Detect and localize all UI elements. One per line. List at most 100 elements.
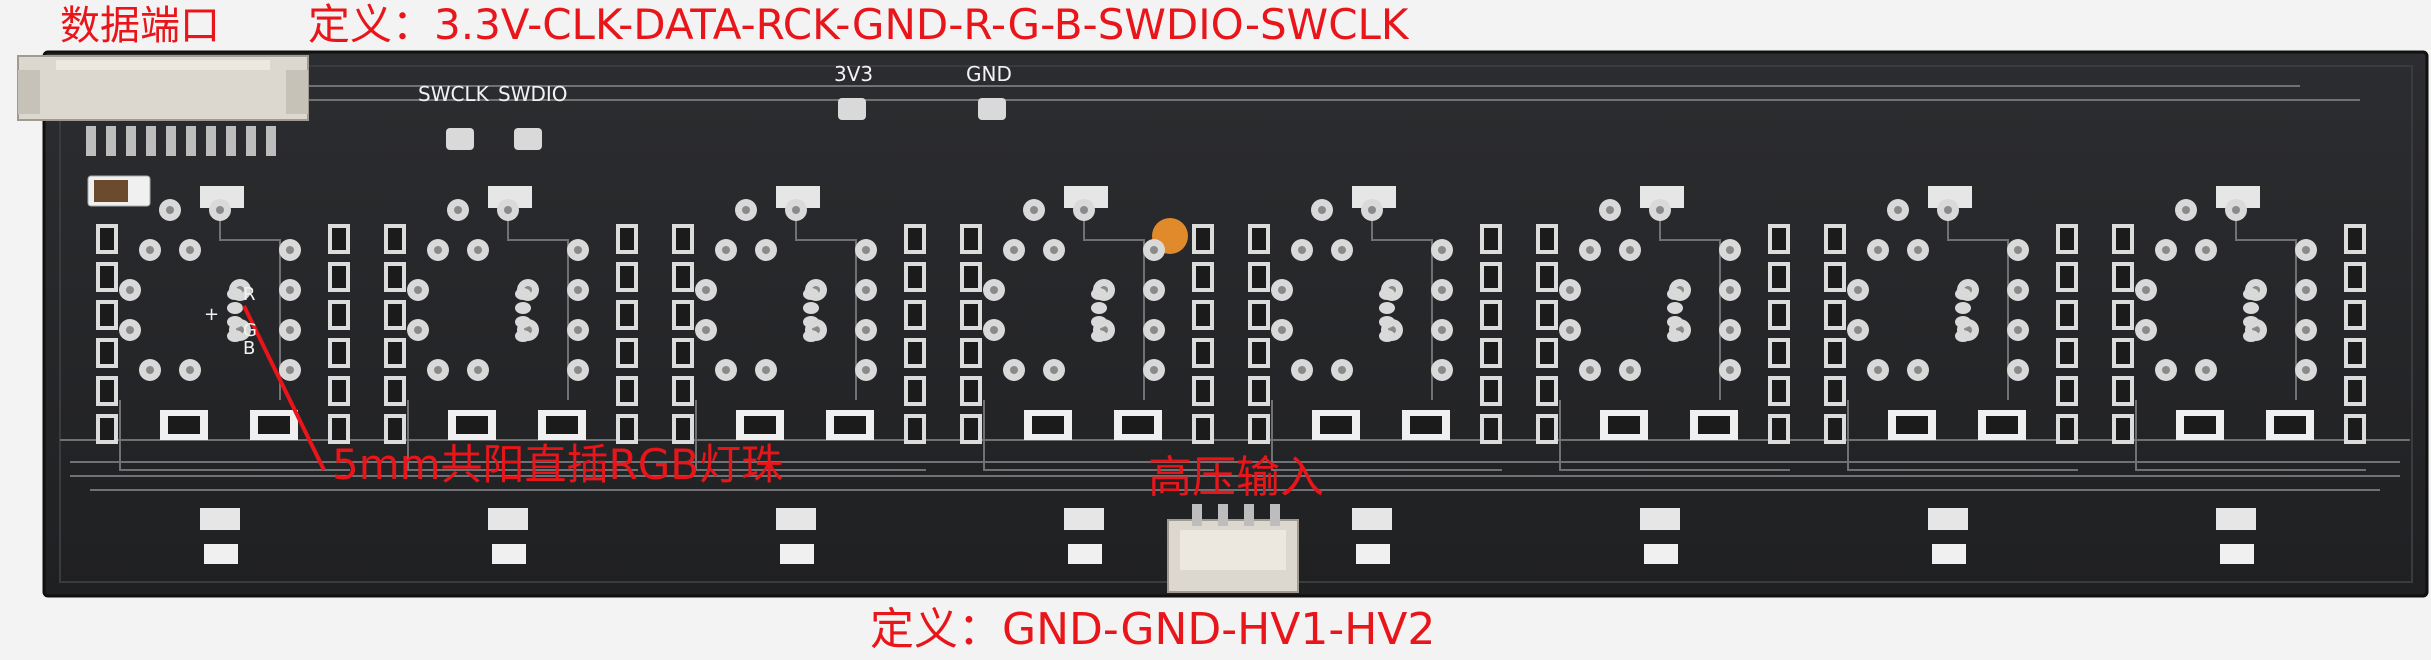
smd-resistor-body	[676, 418, 690, 440]
led-annotation: 5mm共阳直插RGB灯珠	[332, 440, 784, 489]
led-pad-hole	[1050, 366, 1058, 374]
lower-ic	[200, 508, 240, 530]
trace-stub	[2235, 208, 2297, 400]
led-pad-hole	[126, 286, 134, 294]
led-pad-hole	[504, 206, 512, 214]
trace-stub	[1559, 400, 1790, 471]
led-pad-hole	[762, 366, 770, 374]
led-pad-hole	[2302, 326, 2310, 334]
led-pad-hole	[1318, 206, 1326, 214]
led-pad-hole	[414, 326, 422, 334]
led-pad-hole	[146, 366, 154, 374]
led-pad-hole	[1050, 246, 1058, 254]
smd-resistor-body	[2060, 418, 2074, 440]
smd-resistor-body	[620, 266, 634, 288]
smd-resistor-body	[332, 380, 346, 402]
led-pad-hole	[2232, 206, 2240, 214]
rgb-led-pin	[2243, 288, 2259, 300]
led-pad-hole	[1626, 246, 1634, 254]
led-pad-hole	[474, 246, 482, 254]
led-pad-hole	[702, 286, 710, 294]
smd-resistor-body	[620, 342, 634, 364]
smd-resistor-body	[1772, 266, 1786, 288]
smd-resistor-body	[1484, 228, 1498, 250]
led-pad-hole	[286, 246, 294, 254]
smd-resistor-body	[1828, 266, 1842, 288]
led-pad-hole	[1368, 206, 1376, 214]
led-pad-hole	[1278, 286, 1286, 294]
smd-resistor-body	[1484, 418, 1498, 440]
led-pad-hole	[742, 206, 750, 214]
swclk-label: SWCLK	[418, 82, 489, 106]
trace-stub	[2135, 400, 2366, 471]
led-pad-hole	[1030, 206, 1038, 214]
led-pad-hole	[1338, 246, 1346, 254]
connector-pin	[126, 126, 136, 156]
rgb-led-pin	[1091, 330, 1107, 342]
smd-resistor-body	[1252, 342, 1266, 364]
led-pad-hole	[1626, 366, 1634, 374]
test-pad	[838, 98, 866, 120]
smd-resistor-body	[676, 228, 690, 250]
bottom-resistor-body	[1608, 416, 1640, 434]
bottom-resistor-body	[1698, 416, 1730, 434]
smd-resistor-body	[1540, 418, 1554, 440]
led-pad-hole	[1726, 286, 1734, 294]
led-pad-hole	[1606, 206, 1614, 214]
led-pad-hole	[166, 206, 174, 214]
led-pad-hole	[286, 286, 294, 294]
connector-pin	[166, 126, 176, 156]
trace-stub	[507, 208, 569, 400]
rgb-led-pin	[227, 316, 243, 328]
connector-pin	[86, 126, 96, 156]
smd-resistor-body	[2116, 228, 2130, 250]
smd-resistor-body	[676, 304, 690, 326]
smd-resistor-body	[332, 304, 346, 326]
top-ic	[1064, 186, 1108, 208]
trace-stub	[795, 208, 857, 400]
rgb-led-pin	[227, 288, 243, 300]
led-pad-hole	[146, 246, 154, 254]
hv-connector-pin	[1270, 504, 1280, 526]
smd-resistor-body	[2348, 418, 2362, 440]
led-pad-hole	[862, 286, 870, 294]
led-pad-hole	[2302, 246, 2310, 254]
smd-resistor-body	[332, 342, 346, 364]
led-pad-hole	[2162, 366, 2170, 374]
led-pad-hole	[1944, 206, 1952, 214]
trace-stub	[695, 400, 926, 471]
smd-resistor-body	[908, 380, 922, 402]
top-ic	[1928, 186, 1972, 208]
led-pad-hole	[1338, 366, 1346, 374]
smd-resistor-body	[100, 342, 114, 364]
lower-ic	[1928, 508, 1968, 530]
smd-resistor-body	[1772, 342, 1786, 364]
smd-resistor-body	[964, 266, 978, 288]
led-pad-hole	[1854, 326, 1862, 334]
trace-stub	[1371, 208, 1433, 400]
smd-resistor-body	[620, 418, 634, 440]
led-pad-hole	[186, 246, 194, 254]
bottom-resistor-body	[1122, 416, 1154, 434]
pcb-outline	[42, 50, 2429, 598]
led-pad-hole	[1010, 366, 1018, 374]
led-pad-hole	[414, 286, 422, 294]
rgb-led-pin	[1667, 330, 1683, 342]
smd-resistor-body	[2348, 266, 2362, 288]
led-leader-line	[242, 305, 326, 471]
smd-resistor-body	[1828, 304, 1842, 326]
smd-resistor-body	[1540, 266, 1554, 288]
top-ic	[1352, 186, 1396, 208]
led-pad-hole	[1438, 246, 1446, 254]
smd-resistor-body	[2116, 266, 2130, 288]
bottom-resistor-body	[744, 416, 776, 434]
smd-resistor-body	[1772, 304, 1786, 326]
led-pad-hole	[1298, 366, 1306, 374]
rgb-led-pin	[515, 330, 531, 342]
data-port-definition: 定义：3.3V-CLK-DATA-RCK-GND-R-G-B-SWDIO-SWC…	[308, 0, 1409, 49]
led-pad-hole	[792, 206, 800, 214]
smd-resistor-body	[1484, 380, 1498, 402]
led-pad-hole	[990, 286, 998, 294]
led-pad-hole	[722, 366, 730, 374]
connector-pin	[246, 126, 256, 156]
